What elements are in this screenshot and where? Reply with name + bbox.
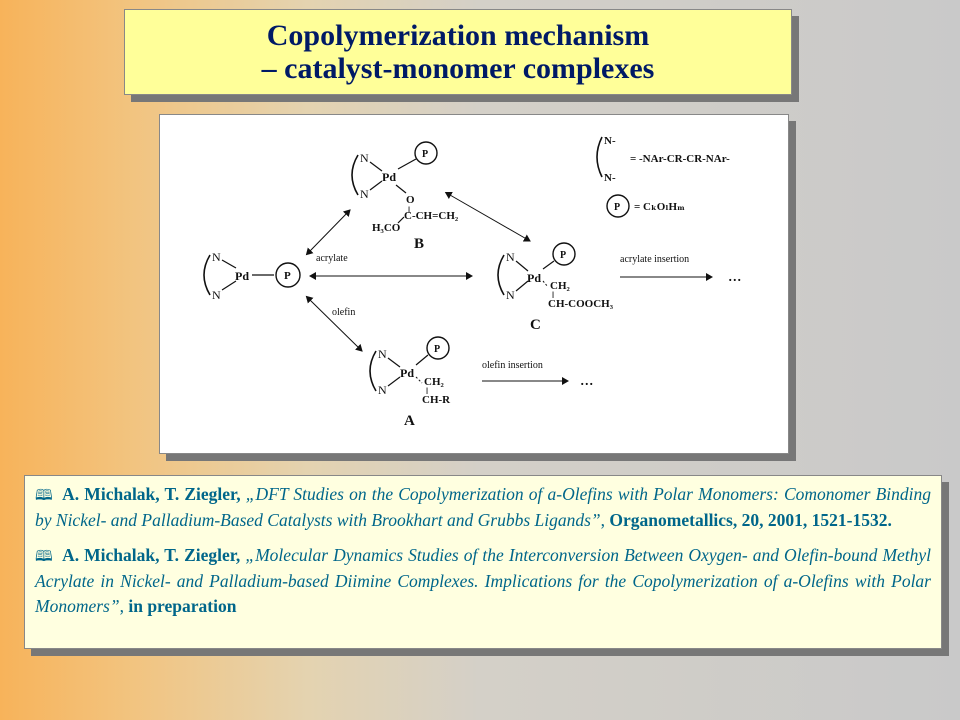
reference-1-title: „DFT Studies on the Copolymerization of … bbox=[35, 484, 932, 530]
methoxy-group: H₃CO bbox=[372, 222, 401, 234]
bond bbox=[369, 180, 383, 191]
olefin-label: olefin bbox=[332, 307, 355, 318]
title-box: Copolymerization mechanism – catalyst-mo… bbox=[124, 9, 792, 95]
pi-bond bbox=[415, 376, 423, 384]
legend-ligand-definition: = -NAr-CR-CR-NAr- bbox=[630, 153, 730, 165]
complex-a: N N Pd P CH₂ ‖ CH-R A bbox=[369, 336, 451, 429]
double-bond: ‖ bbox=[426, 386, 429, 396]
reference-2-title: „Molecular Dynamics Studies of the Inter… bbox=[35, 545, 932, 616]
bond bbox=[542, 260, 555, 270]
o-atom: O bbox=[406, 194, 415, 206]
complex-b: N N Pd P O ‖ C-CH=CH₂ H₃CO B bbox=[351, 141, 459, 252]
pi-bond bbox=[542, 280, 549, 288]
complex-a-label: A bbox=[404, 413, 415, 429]
reaction-scheme-svg: N N Pd P N N Pd P O ‖ C-CH=CH₂ H₃CO bbox=[203, 135, 742, 429]
reference-2-separator: , bbox=[119, 596, 124, 616]
ellipsis-after-a: ... bbox=[580, 369, 594, 389]
p-label: P bbox=[434, 344, 440, 355]
legend-diimine-arc bbox=[596, 136, 603, 178]
references-box: 🕮 A. Michalak, T. Ziegler, „DFT Studies … bbox=[24, 475, 942, 649]
reference-1-separator: , bbox=[600, 510, 606, 530]
bond bbox=[397, 158, 417, 170]
n-atom-bottom: N bbox=[506, 288, 515, 302]
polymer-chain-circle bbox=[552, 242, 576, 266]
n-atom-bottom: N bbox=[212, 288, 221, 302]
n-atom-top: N bbox=[506, 250, 515, 264]
olefin-insertion-label: olefin insertion bbox=[482, 360, 543, 371]
bond bbox=[221, 280, 237, 291]
reference-1-authors: A. Michalak, T. Ziegler, bbox=[62, 484, 241, 504]
legend-n-top: N- bbox=[604, 135, 616, 147]
legend-n-bottom: N- bbox=[604, 172, 616, 184]
complex-c-label: C bbox=[530, 317, 541, 333]
bond bbox=[369, 161, 383, 172]
olefin-chain: CH-R bbox=[422, 394, 451, 406]
polymer-chain-circle bbox=[426, 336, 450, 360]
olefin-binding-arrow bbox=[305, 295, 363, 352]
pd-atom: Pd bbox=[235, 269, 249, 283]
complex-c: N N Pd P CH₂ ‖ CH-COOCH₃ C bbox=[497, 242, 614, 333]
legend: N- N- = -NAr-CR-CR-NAr- P = CₖOₗHₘ bbox=[596, 135, 730, 218]
pd-complex-start: N N Pd P bbox=[203, 250, 301, 302]
n-atom-bottom: N bbox=[378, 383, 387, 397]
polymer-chain-circle bbox=[275, 262, 301, 288]
n-atom-top: N bbox=[360, 151, 369, 165]
reaction-scheme: N N Pd P N N Pd P O ‖ C-CH=CH₂ H₃CO bbox=[159, 114, 789, 454]
complex-b-label: B bbox=[414, 236, 424, 252]
book-icon: 🕮 bbox=[35, 547, 53, 565]
pd-atom: Pd bbox=[527, 271, 541, 285]
reference-1: 🕮 A. Michalak, T. Ziegler, „DFT Studies … bbox=[35, 482, 931, 533]
book-icon: 🕮 bbox=[35, 486, 53, 504]
reference-1-journal: Organometallics, 20, 2001, 1521-1532. bbox=[609, 510, 892, 530]
legend-polymer-circle bbox=[606, 194, 630, 218]
polymer-chain-circle bbox=[414, 141, 438, 165]
diimine-arc bbox=[351, 154, 359, 196]
p-label: P bbox=[422, 149, 428, 160]
reference-2-authors: A. Michalak, T. Ziegler, bbox=[62, 545, 241, 565]
p-label: P bbox=[284, 270, 291, 282]
diimine-arc bbox=[203, 254, 211, 296]
interconversion-arrow bbox=[444, 192, 531, 242]
bond bbox=[387, 376, 401, 387]
n-atom-bottom: N bbox=[360, 187, 369, 201]
bond bbox=[515, 260, 529, 272]
bond bbox=[415, 354, 429, 366]
bond bbox=[221, 259, 237, 269]
bond bbox=[397, 216, 405, 224]
ch2-group: CH₂ bbox=[550, 280, 571, 292]
bond bbox=[515, 280, 529, 292]
reference-2-journal: in preparation bbox=[128, 596, 237, 616]
pd-atom: Pd bbox=[400, 366, 414, 380]
reference-2: 🕮 A. Michalak, T. Ziegler, „Molecular Dy… bbox=[35, 543, 931, 619]
legend-polymer-definition: = CₖOₗHₘ bbox=[634, 201, 685, 213]
pd-atom: Pd bbox=[382, 170, 396, 184]
ellipsis-after-c: ... bbox=[728, 265, 742, 285]
n-atom-top: N bbox=[378, 347, 387, 361]
ch2-group: CH₂ bbox=[424, 376, 445, 388]
bond bbox=[395, 184, 407, 194]
acrylate-chain: CH-COOCH₃ bbox=[548, 298, 614, 310]
acrylate-binding-arrow bbox=[305, 209, 351, 256]
acrylate-chain: C-CH=CH₂ bbox=[404, 210, 459, 222]
bond bbox=[387, 357, 401, 368]
n-atom-top: N bbox=[212, 250, 221, 264]
double-bond: ‖ bbox=[552, 290, 555, 300]
double-bond: ‖ bbox=[408, 205, 411, 215]
acrylate-label: acrylate bbox=[316, 253, 348, 264]
title-line-1: Copolymerization mechanism bbox=[266, 19, 650, 52]
title-line-2: – catalyst-monomer complexes bbox=[261, 52, 655, 85]
diimine-arc bbox=[497, 254, 505, 296]
acrylate-insertion-label: acrylate insertion bbox=[620, 254, 689, 265]
p-label: P bbox=[560, 250, 566, 261]
diimine-arc bbox=[369, 350, 377, 392]
legend-p-label: P bbox=[614, 202, 620, 213]
